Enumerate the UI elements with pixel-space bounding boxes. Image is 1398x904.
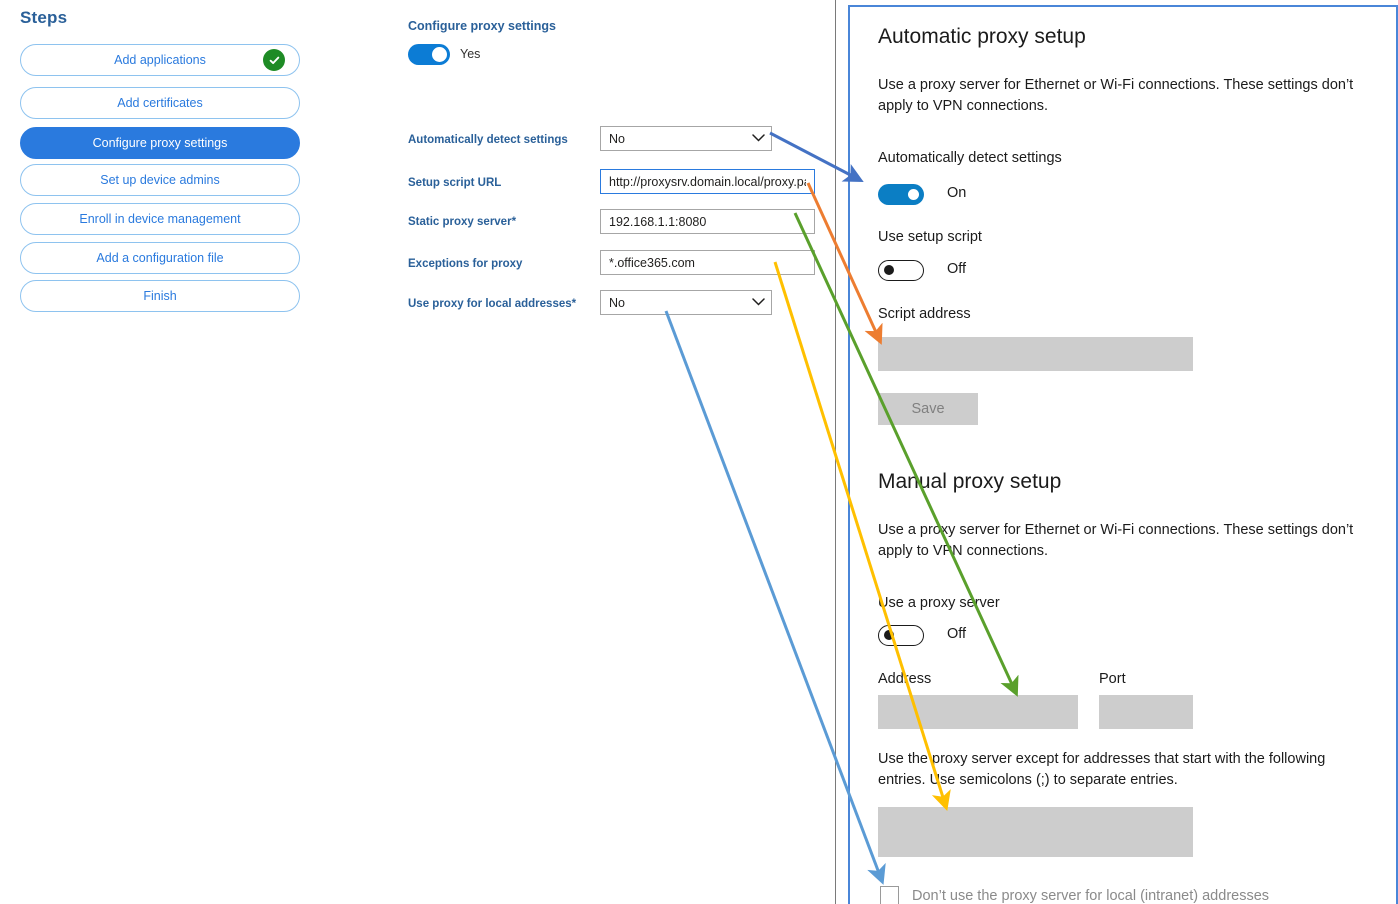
input-value: 192.168.1.1:8080 [609, 214, 707, 229]
step-item-set-up-device-admins[interactable]: Set up device admins [20, 164, 300, 196]
steps-panel: Steps Add applications Add certificates … [0, 0, 320, 904]
input-script-address[interactable] [878, 337, 1193, 371]
label-port: Port [1099, 671, 1126, 687]
label-static-proxy-server: Static proxy server* [408, 216, 517, 228]
step-item-enroll-in-device-management[interactable]: Enroll in device management [20, 203, 300, 235]
automatic-proxy-setup-heading: Automatic proxy setup [878, 25, 1086, 48]
step-label: Add applications [114, 53, 206, 67]
manual-proxy-setup-heading: Manual proxy setup [878, 470, 1062, 493]
toggle-knob [432, 47, 447, 62]
toggle-use-a-proxy-server[interactable] [878, 625, 924, 646]
select-automatically-detect-settings[interactable]: No [600, 126, 772, 151]
input-setup-script-url[interactable]: http://proxysrv.domain.local/proxy.pa [600, 169, 815, 194]
label-setup-script-url: Setup script URL [408, 177, 502, 189]
windows-proxy-settings-panel: Automatic proxy setup Use a proxy server… [848, 5, 1398, 904]
step-item-finish[interactable]: Finish [20, 280, 300, 312]
panel-divider [835, 0, 836, 904]
input-proxy-address[interactable] [878, 695, 1078, 729]
toggle-use-setup-script[interactable] [878, 260, 924, 281]
step-label: Finish [143, 289, 177, 303]
chevron-down-icon [752, 297, 765, 308]
form-section-title: Configure proxy settings [408, 19, 556, 33]
label-exceptions-for-proxy: Exceptions for proxy [408, 258, 523, 270]
input-exceptions-for-proxy[interactable]: *.office365.com [600, 250, 815, 275]
toggle-automatically-detect-settings-state: On [947, 185, 967, 201]
toggle-use-a-proxy-server-state: Off [947, 626, 967, 642]
toggle-automatically-detect-settings[interactable] [878, 184, 924, 205]
select-value: No [609, 295, 625, 310]
select-value: No [609, 131, 625, 146]
step-item-add-configuration-file[interactable]: Add a configuration file [20, 242, 300, 274]
label-automatically-detect-settings: Automatically detect settings [878, 150, 1062, 166]
configure-proxy-toggle-value: Yes [460, 47, 481, 61]
label-use-setup-script: Use setup script [878, 229, 982, 245]
required-marker: * [511, 216, 517, 228]
label-bypass-local-addresses: Don’t use the proxy server for local (in… [912, 888, 1270, 904]
step-label: Add a configuration file [96, 251, 224, 265]
step-label: Configure proxy settings [92, 136, 228, 150]
select-use-proxy-for-local-addresses[interactable]: No [600, 290, 772, 315]
toggle-use-setup-script-state: Off [947, 261, 967, 277]
label-use-proxy-for-local-addresses: Use proxy for local addresses* [408, 298, 577, 310]
checkbox-bypass-local-addresses[interactable] [880, 886, 899, 904]
required-marker: * [571, 298, 577, 310]
automatic-proxy-setup-description: Use a proxy server for Ethernet or Wi-Fi… [878, 77, 1354, 114]
label-script-address: Script address [878, 306, 971, 322]
input-proxy-port[interactable] [1099, 695, 1193, 729]
toggle-knob [884, 265, 894, 275]
input-static-proxy-server[interactable]: 192.168.1.1:8080 [600, 209, 815, 234]
toggle-knob [908, 189, 919, 200]
label-use-a-proxy-server: Use a proxy server [878, 595, 1000, 611]
chevron-down-icon [752, 133, 765, 144]
step-label: Enroll in device management [79, 212, 241, 226]
configure-proxy-toggle[interactable] [408, 44, 450, 65]
step-label: Set up device admins [100, 173, 220, 187]
exceptions-description: Use the proxy server except for addresse… [878, 751, 1326, 788]
step-item-configure-proxy-settings[interactable]: Configure proxy settings [20, 127, 300, 159]
steps-heading: Steps [20, 8, 68, 27]
check-circle-icon [263, 49, 285, 71]
input-value: http://proxysrv.domain.local/proxy.pa [609, 174, 806, 189]
step-item-add-certificates[interactable]: Add certificates [20, 87, 300, 119]
toggle-knob [884, 630, 894, 640]
step-label: Add certificates [117, 96, 203, 110]
label-automatically-detect-settings: Automatically detect settings [408, 134, 568, 146]
save-button[interactable]: Save [878, 393, 978, 425]
proxy-form-panel: Configure proxy settings Yes Automatical… [330, 0, 835, 904]
step-item-add-applications[interactable]: Add applications [20, 44, 300, 76]
input-proxy-exceptions[interactable] [878, 807, 1193, 857]
manual-proxy-setup-description: Use a proxy server for Ethernet or Wi-Fi… [878, 522, 1354, 559]
label-address: Address [878, 671, 932, 687]
input-value: *.office365.com [609, 255, 695, 270]
